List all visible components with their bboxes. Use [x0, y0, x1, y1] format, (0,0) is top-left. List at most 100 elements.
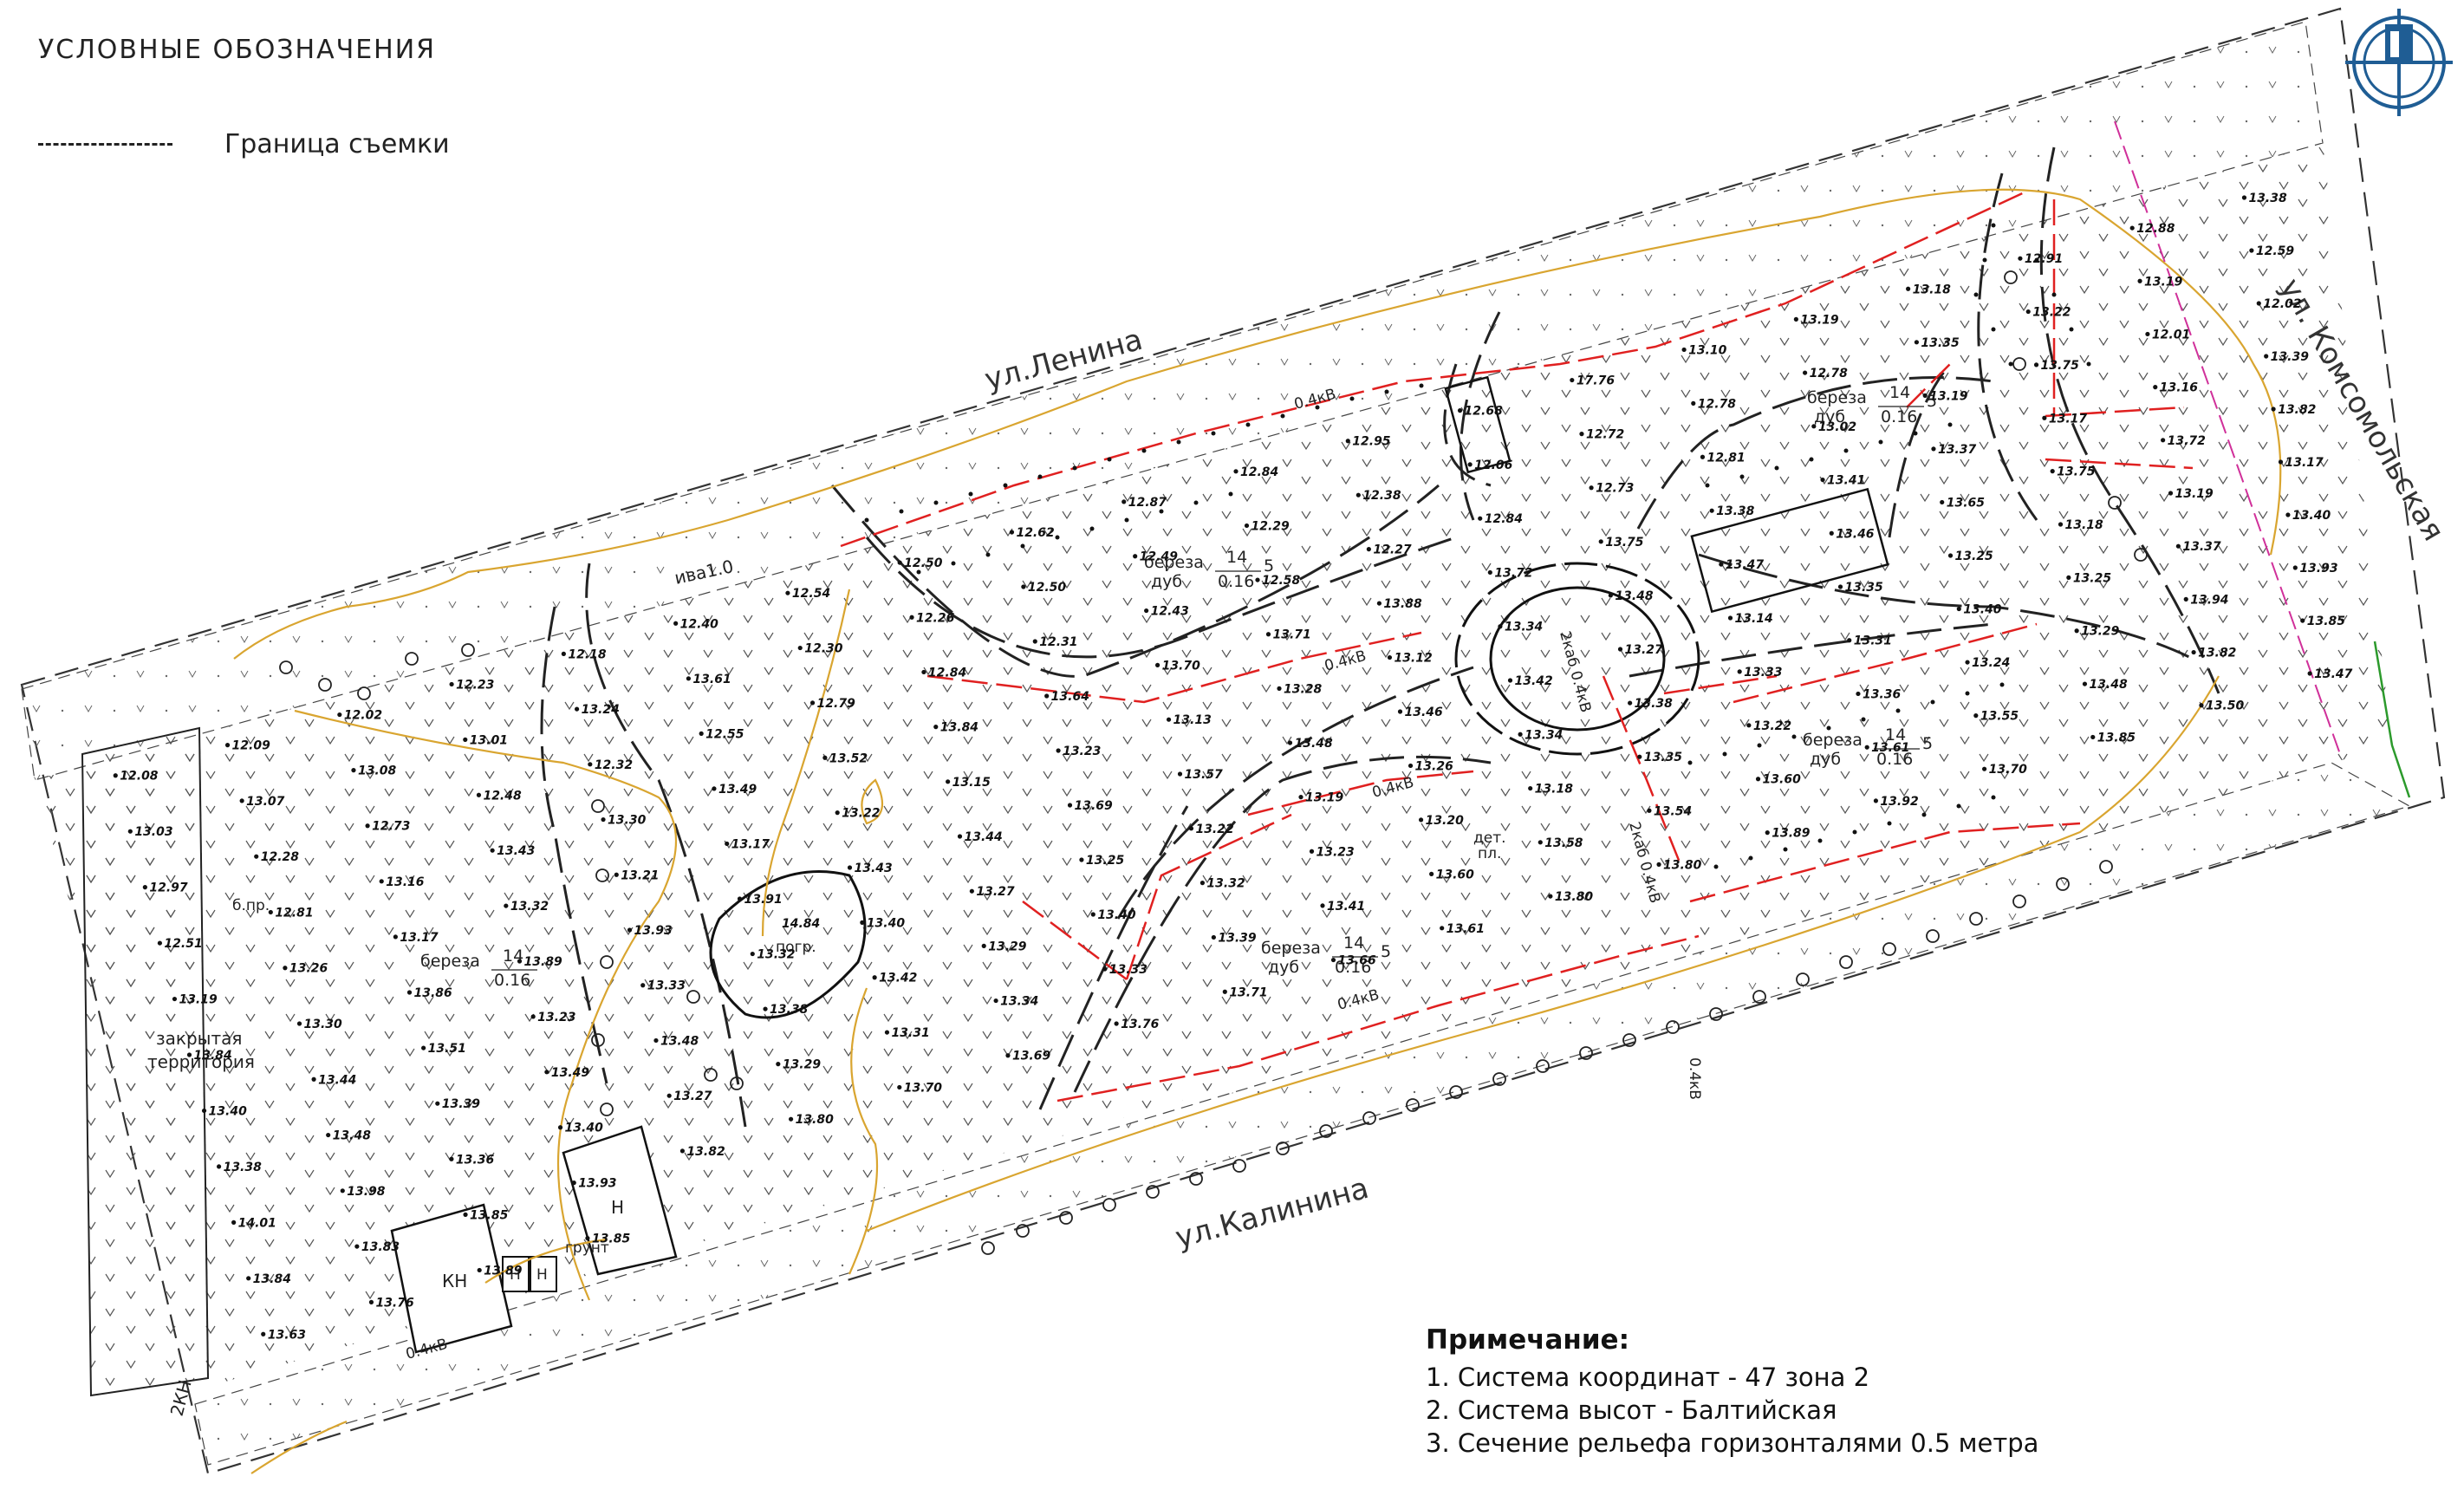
- elevation-point: [2042, 415, 2047, 420]
- notes-title: Примечание:: [1426, 1324, 1629, 1356]
- elevation-label: 13.19: [1305, 791, 1344, 805]
- elevation-label: 13.39: [442, 1097, 481, 1111]
- elevation-point: [1320, 903, 1325, 908]
- elevation-label: 13.03: [134, 825, 172, 839]
- elevation-label: 13.65: [1947, 496, 1986, 510]
- elevation-label: 13.19: [179, 993, 218, 1007]
- elevation-point: [2090, 734, 2096, 740]
- elevation-point: [449, 681, 454, 687]
- elevation-point: [860, 920, 865, 925]
- elevation-point: [1090, 912, 1095, 917]
- elevation-label: 13.46: [1836, 527, 1875, 541]
- elevation-point: [1548, 894, 1553, 899]
- tree-species-bottom: дуб: [1151, 572, 1182, 591]
- elevation-point: [1376, 601, 1382, 606]
- elevation-label: 13.20: [1426, 814, 1465, 828]
- tree-height: 14: [1889, 383, 1910, 402]
- label-building-kh: КН: [442, 1271, 467, 1291]
- elevation-label: 17.76: [1577, 374, 1616, 388]
- cellar-outline: [709, 870, 867, 1019]
- elevation-label: 13.47: [1726, 558, 1765, 572]
- elevation-point: [544, 1070, 549, 1075]
- elevation-point: [2183, 596, 2188, 602]
- elevation-label: 13.23: [1317, 845, 1355, 859]
- label-cellar-elev: 14.84: [782, 917, 820, 931]
- elevation-point: [1056, 748, 1061, 753]
- elevation-label: 13.38: [224, 1161, 263, 1174]
- elevation-point: [2292, 565, 2298, 570]
- elevation-label: 12.59: [2256, 244, 2295, 258]
- elevation-point: [1287, 740, 1293, 745]
- elevation-label: 13.22: [1753, 719, 1791, 733]
- elevation-label: 12.49: [1140, 550, 1179, 564]
- elevation-point: [216, 1164, 222, 1169]
- elevation-point: [2278, 459, 2284, 465]
- elevation-point: [1298, 795, 1304, 800]
- elevation-label: 13.19: [1929, 389, 1968, 403]
- elevation-point: [809, 700, 816, 706]
- elevation-label: 13.39: [1218, 931, 1257, 945]
- elevation-label: 13.31: [891, 1026, 929, 1040]
- elevation-point: [776, 1062, 781, 1067]
- tree-diameter: 0.16: [494, 971, 530, 990]
- elevation-point: [2249, 248, 2254, 253]
- elevation-label: 13.91: [744, 893, 783, 907]
- street-kalinina-strip: [194, 762, 2411, 1466]
- elevation-point: [737, 896, 743, 901]
- elevation-label: 12.38: [1362, 489, 1401, 503]
- elevation-label: 13.17: [2285, 456, 2324, 470]
- elevation-label: 12.81: [275, 906, 313, 920]
- central-circle-inner: [1489, 586, 1666, 732]
- elevation-point: [530, 1014, 536, 1019]
- elevation-point: [1188, 826, 1194, 831]
- elevation-point: [933, 725, 939, 730]
- elevation-label: 13.40: [209, 1104, 248, 1118]
- label-cellar: погр.: [776, 939, 816, 956]
- label-b-pr: б.пр.: [232, 897, 270, 914]
- elevation-point: [1102, 966, 1108, 972]
- elevation-point: [1478, 516, 1483, 521]
- elevation-label: 13.19: [1800, 313, 1839, 327]
- elevation-label: 13.26: [289, 962, 328, 976]
- elevation-point: [1793, 316, 1798, 322]
- building-n3: [530, 1256, 557, 1292]
- elevation-label: 13.21: [621, 868, 659, 882]
- elevation-point: [1647, 808, 1652, 813]
- elevation-label: 13.40: [867, 916, 906, 930]
- elevation-point: [627, 927, 633, 933]
- elevation-point: [2161, 438, 2166, 443]
- elevation-point: [588, 762, 593, 767]
- elevation-point: [463, 1212, 468, 1217]
- elevation-label: 13.71: [1229, 985, 1267, 999]
- elevation-point: [186, 1052, 192, 1057]
- elevation-label: 13.82: [686, 1145, 725, 1159]
- elevation-point: [1345, 439, 1350, 444]
- label-closed-territory-2: территория: [147, 1051, 255, 1072]
- elevation-label: 13.52: [829, 751, 868, 765]
- elevation-point: [884, 1030, 890, 1035]
- elevation-label: 13.38: [1635, 697, 1674, 711]
- elevation-point: [1467, 462, 1473, 467]
- elevation-label: 13.88: [1383, 597, 1422, 611]
- elevation-point: [1133, 554, 1138, 559]
- elevation-label: 13.58: [1544, 836, 1583, 850]
- elevation-label: 13.70: [1162, 659, 1201, 673]
- elevation-point: [351, 768, 356, 773]
- elevation-point: [1617, 647, 1623, 652]
- elevation-label: 13.25: [1955, 550, 1994, 563]
- elevation-point: [1965, 660, 1970, 665]
- elevation-label: 12.18: [568, 647, 607, 661]
- elevation-point: [797, 645, 803, 651]
- elevation-label: 13.33: [1744, 666, 1782, 680]
- elevation-point: [1397, 709, 1403, 714]
- elevation-point: [946, 779, 951, 784]
- elevation-point: [1309, 849, 1315, 854]
- structure-top: [1444, 375, 1512, 474]
- elevation-point: [2256, 301, 2261, 306]
- elevation-point: [1727, 615, 1733, 621]
- elevation-label: 13.61: [1871, 741, 1909, 755]
- elevation-point: [1177, 771, 1183, 777]
- elevation-label: 13.84: [940, 721, 978, 735]
